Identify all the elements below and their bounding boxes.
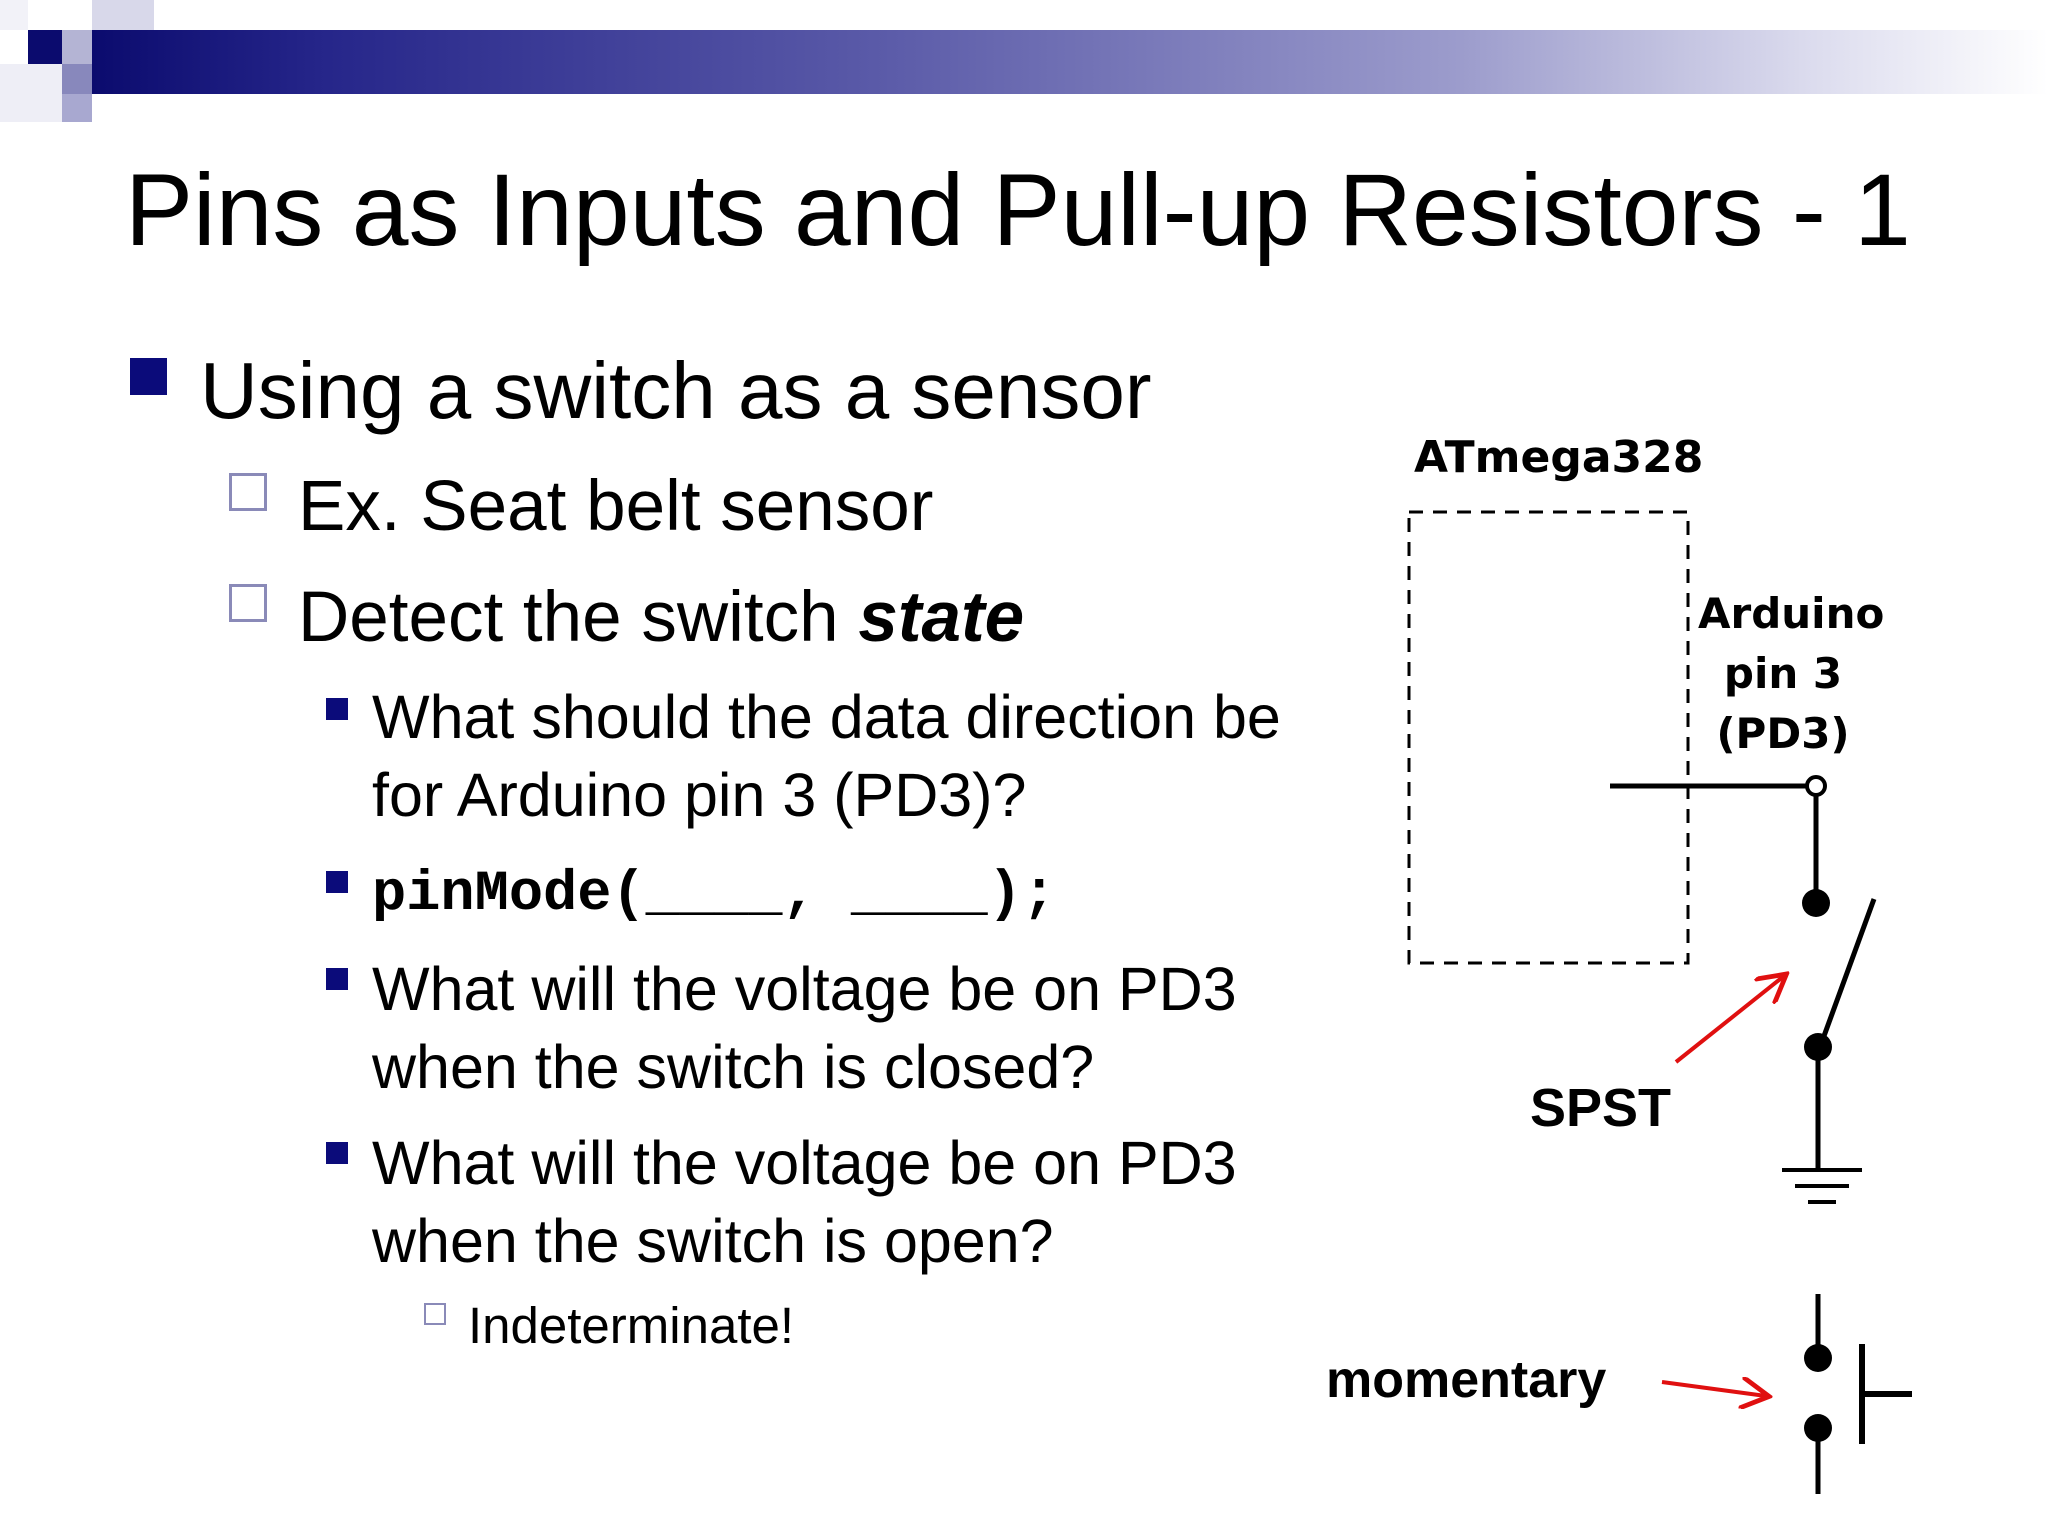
bullet-square-icon <box>326 1142 348 1164</box>
switch-lever <box>1817 898 1877 1048</box>
bullet-square-icon <box>130 358 167 395</box>
detect-emphasis: state <box>858 578 1025 657</box>
bullet-hollow-square-icon <box>229 584 267 622</box>
momentary-label: momentary <box>1326 1351 1607 1409</box>
header-gradient-bar <box>92 30 2048 94</box>
arrow-icon <box>1661 1382 1766 1396</box>
bullet-hollow-square-icon <box>424 1303 446 1325</box>
detect-text: Detect the switch <box>298 578 859 657</box>
switch-contact-top <box>1802 889 1830 917</box>
code-pinmode: pinMode(____, ____); <box>372 863 1057 927</box>
chip-box <box>1407 510 1690 965</box>
bullet-detect-state: Detect the switch state <box>298 578 1024 658</box>
question-voltage-open-2: when the switch is open? <box>372 1207 1054 1275</box>
pin-terminal <box>1805 775 1827 797</box>
header-square-dark <box>28 30 62 64</box>
ground-symbol-icon <box>1782 1168 1862 1204</box>
bullet-square-icon <box>326 871 348 893</box>
momentary-contact-top <box>1804 1344 1832 1372</box>
header-square-mid2 <box>62 64 92 94</box>
chip-label: ATmega328 <box>1414 432 1704 483</box>
pin-label-line1: Arduino <box>1698 589 1885 638</box>
header-square-faint2 <box>0 0 28 30</box>
question-voltage-open-1: What will the voltage be on PD3 <box>372 1129 1237 1197</box>
bullet-hollow-square-icon <box>229 473 267 511</box>
question-data-direction-1: What should the data direction be <box>372 683 1281 751</box>
question-voltage-closed-2: when the switch is closed? <box>372 1033 1095 1101</box>
question-data-direction-2: for Arduino pin 3 (PD3)? <box>372 761 1027 829</box>
bullet-example: Ex. Seat belt sensor <box>298 467 934 546</box>
bullet-using-switch: Using a switch as a sensor <box>200 346 1152 435</box>
question-voltage-closed-1: What will the voltage be on PD3 <box>372 955 1237 1023</box>
header-square-small <box>62 94 92 122</box>
spst-label: SPST <box>1530 1078 1672 1138</box>
answer-indeterminate: Indeterminate! <box>468 1297 795 1354</box>
pin-label-line2: pin 3 <box>1723 649 1843 698</box>
arrow-icon <box>1674 976 1784 1064</box>
bullet-square-icon <box>326 968 348 990</box>
slide-title: Pins as Inputs and Pull-up Resistors - 1 <box>125 153 1911 267</box>
header-square-faint <box>0 64 62 122</box>
header-square-mid <box>92 0 154 30</box>
header-square-light <box>62 30 92 64</box>
pin-label-line3: (PD3) <box>1716 709 1850 758</box>
bullet-square-icon <box>326 698 348 720</box>
